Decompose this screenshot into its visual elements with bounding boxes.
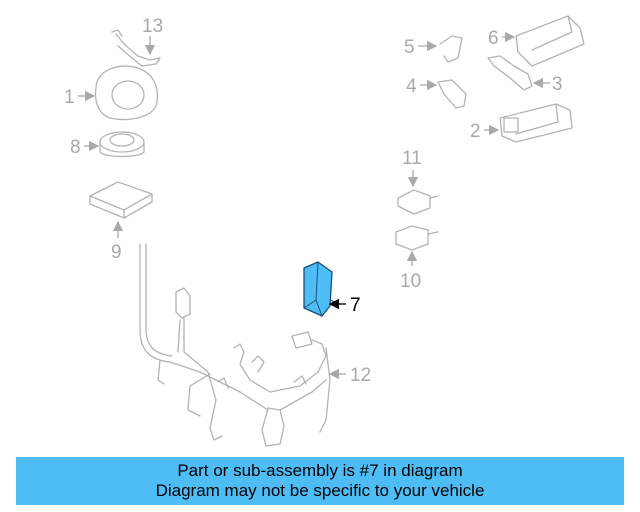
callout-13: 13: [142, 16, 163, 37]
part-11-sensor: [397, 189, 439, 215]
callout-8: 8: [70, 137, 81, 158]
callout-12: 12: [350, 365, 371, 386]
part-2-passenger-airbag: [499, 103, 573, 143]
part-12-wiring-harness: [139, 243, 331, 447]
callout-1: 1: [64, 87, 75, 108]
part-7-highlighted-module: [303, 261, 341, 317]
callout-6: 6: [488, 28, 499, 49]
callout-7: 7: [350, 295, 361, 316]
callout-3: 3: [552, 74, 563, 95]
callout-2: 2: [470, 121, 481, 142]
part-6-airbag-cover: [515, 15, 585, 67]
part-8-clock-spring: [99, 131, 145, 158]
callout-5: 5: [404, 37, 415, 58]
part-5-bracket: [439, 35, 463, 63]
parts-diagram: 13 1 8 9 5 6 3 4: [64, 15, 585, 447]
callout-4: 4: [406, 76, 417, 97]
callout-9: 9: [111, 242, 122, 263]
part-1-driver-airbag: [94, 65, 159, 121]
info-banner: Part or sub-assembly is #7 in diagram Di…: [16, 457, 624, 505]
part-13-connector: [111, 29, 161, 67]
part-4-bracket: [437, 79, 467, 109]
part-9-module: [89, 181, 153, 219]
part-3-bracket: [487, 55, 533, 91]
callout-10: 10: [400, 271, 421, 292]
part-10-sensor: [395, 225, 439, 251]
banner-line-1: Part or sub-assembly is #7 in diagram: [177, 461, 463, 480]
callout-11: 11: [402, 148, 422, 169]
banner-line-2: Diagram may not be specific to your vehi…: [155, 481, 485, 500]
